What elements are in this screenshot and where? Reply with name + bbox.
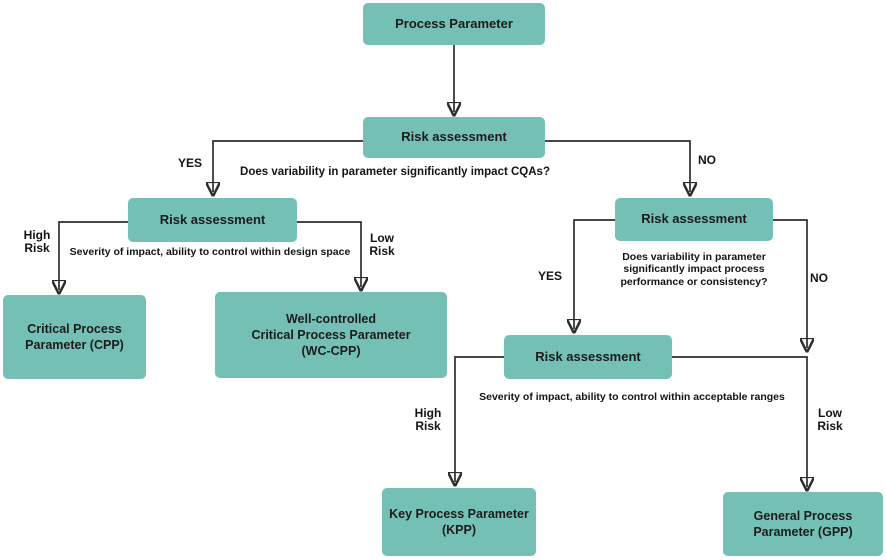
edge-label-yes-1: YES bbox=[177, 156, 202, 170]
question-impact-cqas: Does variability in parameter significan… bbox=[240, 166, 550, 178]
edge-risk4-high-to-kpp bbox=[455, 356, 504, 482]
edge-risk1-no-to-risk3 bbox=[545, 140, 690, 192]
edge-label-high-risk-1: High Risk bbox=[23, 228, 51, 256]
edge-label-no-2: NO bbox=[810, 271, 828, 285]
edge-label-high-risk-2: High Risk bbox=[414, 406, 442, 434]
question-impact-process-performance: Does variability in parameter significan… bbox=[620, 251, 768, 288]
edge-label-low-risk-2: Low Risk bbox=[817, 406, 843, 434]
node-risk-assessment-4: Risk assessment bbox=[504, 335, 672, 379]
edge-label-low-risk-1: Low Risk bbox=[369, 231, 395, 259]
node-kpp: Key Process Parameter (KPP) bbox=[382, 488, 536, 556]
edge-risk3-yes-to-risk4 bbox=[574, 219, 615, 329]
node-process-parameter: Process Parameter bbox=[363, 3, 545, 45]
criteria-design-space: Severity of impact, ability to control w… bbox=[69, 246, 351, 258]
node-gpp: General Process Parameter (GPP) bbox=[723, 492, 883, 556]
node-risk-assessment-1: Risk assessment bbox=[363, 117, 545, 158]
node-cpp: Critical Process Parameter (CPP) bbox=[3, 295, 146, 379]
edge-label-no-1: NO bbox=[698, 153, 716, 167]
edge-label-yes-2: YES bbox=[537, 269, 562, 283]
edge-risk2-low-to-wccpp bbox=[297, 221, 361, 287]
edge-risk1-yes-to-risk2 bbox=[213, 140, 363, 192]
node-risk-assessment-3: Risk assessment bbox=[615, 198, 773, 241]
node-wc-cpp: Well-controlled Critical Process Paramet… bbox=[215, 292, 447, 378]
edge-risk3-no-to-junction bbox=[773, 219, 807, 348]
edge-risk2-high-to-cpp bbox=[59, 221, 128, 290]
criteria-acceptable-ranges: Severity of impact, ability to control w… bbox=[479, 391, 785, 403]
edge-risk4-low-to-gpp bbox=[672, 356, 807, 487]
node-risk-assessment-2: Risk assessment bbox=[128, 198, 297, 242]
